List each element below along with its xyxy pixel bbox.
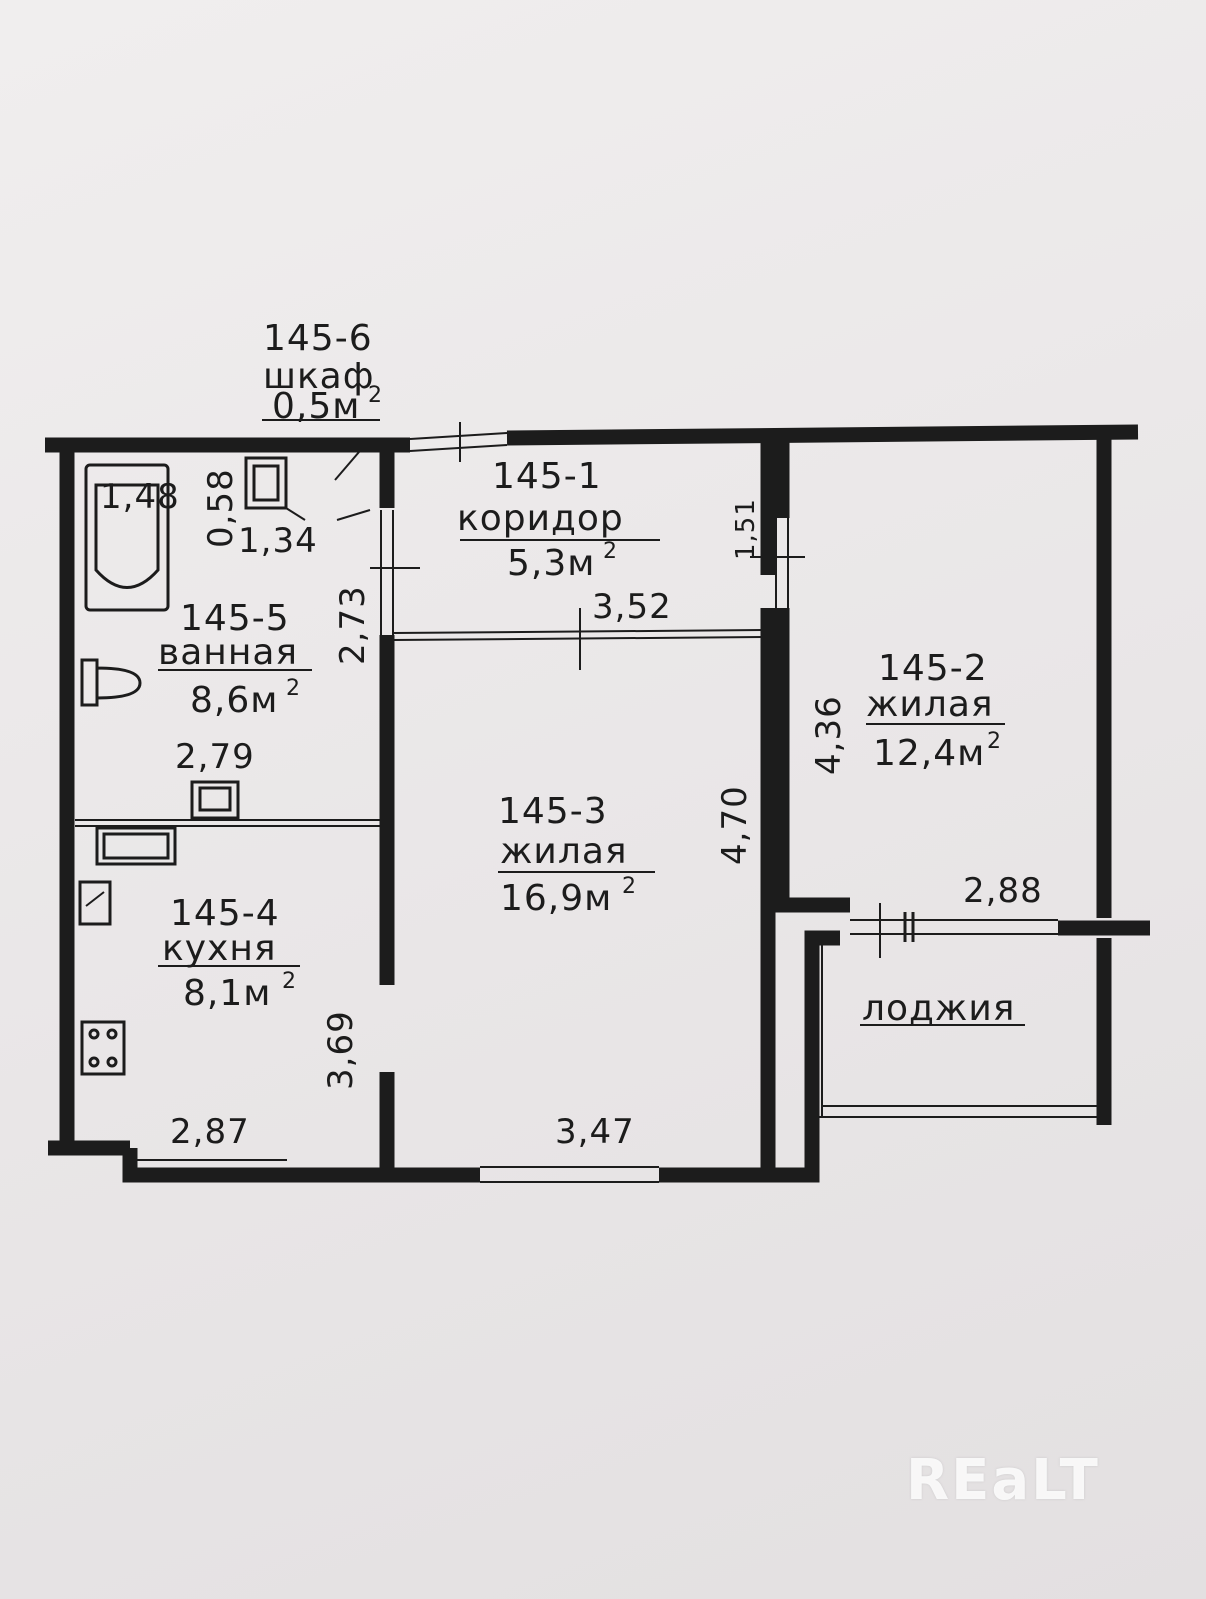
wall-bottom-3: [659, 930, 840, 1183]
stove-burner-2: [106, 1028, 118, 1040]
wall-top-right: [506, 424, 1139, 446]
dim-room2-width: 2,88: [963, 871, 1043, 911]
tick-closet-b: [336, 509, 371, 521]
r3-name: жилая: [500, 831, 628, 872]
dimension-ticks: [158, 419, 1025, 1026]
stove-burner-3: [88, 1056, 100, 1068]
dim-room3-width: 3,47: [555, 1112, 635, 1152]
bathtub: [84, 463, 170, 612]
bath-sink-inner: [252, 464, 280, 502]
fixtures: [78, 456, 306, 1076]
dim-bath-room-width: 2,79: [175, 737, 255, 777]
r2-area-sup: 2: [987, 729, 1002, 754]
dimension-labels: 1,48 0,58 1,34 2,73 3,52 1,51 4,36 4,70 …: [100, 468, 1043, 1152]
r4-area-sup: 2: [282, 969, 297, 994]
kitchen-sink: [78, 880, 112, 926]
r3-number: 145-3: [498, 791, 608, 832]
r5-name: ванная: [158, 632, 298, 673]
r1-area: 5,3м: [507, 543, 595, 584]
room-labels: 145-6 шкаф 0,5м 2 145-1 коридор 5,3м 2 1…: [158, 318, 1015, 1029]
window-top-b: [409, 444, 508, 452]
r5-area: 8,6м: [190, 680, 278, 721]
r6-area: 0,5м: [272, 386, 360, 427]
r4-area: 8,1м: [183, 973, 271, 1014]
r6-area-sup: 2: [368, 383, 383, 408]
r2-number: 145-2: [878, 648, 988, 689]
loggia-name: лоджия: [862, 988, 1015, 1029]
windows: [130, 432, 1104, 1183]
r2-area: 12,4м: [873, 733, 985, 774]
dim-bath-length: 1,48: [100, 477, 180, 517]
stove-burner-1: [88, 1028, 100, 1040]
dim-corridor-width: 3,52: [592, 587, 672, 627]
r2-name: жилая: [866, 684, 994, 725]
kitchen-counter: [95, 826, 177, 866]
dim-bath-room-height: 2,73: [333, 585, 373, 665]
laundry-sink: [190, 780, 240, 820]
r5-area-sup: 2: [286, 676, 301, 701]
dim-wc-width: 1,34: [238, 521, 318, 561]
kitchen-counter-inner: [102, 832, 170, 860]
r1-area-sup: 2: [603, 539, 618, 564]
tick-closet-a: [334, 444, 366, 481]
kitchen-sink-faucet: [85, 891, 105, 907]
r1-name: коридор: [457, 498, 624, 539]
r1-number: 145-1: [492, 456, 602, 497]
dim-bath-width: 0,58: [201, 468, 241, 548]
stove: [80, 1020, 126, 1076]
wall-room2-left: [774, 608, 850, 913]
dim-room2-height: 4,36: [809, 695, 849, 775]
bathtub-basin: [94, 483, 160, 589]
r6-number: 145-6: [263, 318, 373, 359]
window-top-a: [409, 432, 508, 440]
r5-number: 145-5: [180, 598, 290, 639]
laundry-sink-inner: [198, 786, 232, 812]
dim-corridor-door: 1,51: [731, 498, 761, 560]
r3-area: 16,9м: [500, 878, 612, 919]
r6-name: шкаф: [263, 356, 375, 397]
dim-kitchen-height: 3,69: [321, 1010, 361, 1090]
r4-name: кухня: [162, 928, 277, 969]
wall-bottom-notch: [122, 1148, 287, 1183]
bath-sink: [244, 456, 288, 510]
stove-burner-4: [106, 1056, 118, 1068]
toilet: [80, 658, 142, 707]
realt-watermark-logo: REaLT: [906, 1448, 1100, 1513]
r3-area-sup: 2: [622, 874, 637, 899]
walls: [45, 424, 1150, 1183]
dim-kitchen-width: 2,87: [170, 1112, 250, 1152]
dim-room3-height: 4,70: [715, 785, 755, 865]
bath-sink-line: [285, 507, 306, 521]
r4-number: 145-4: [170, 893, 280, 934]
